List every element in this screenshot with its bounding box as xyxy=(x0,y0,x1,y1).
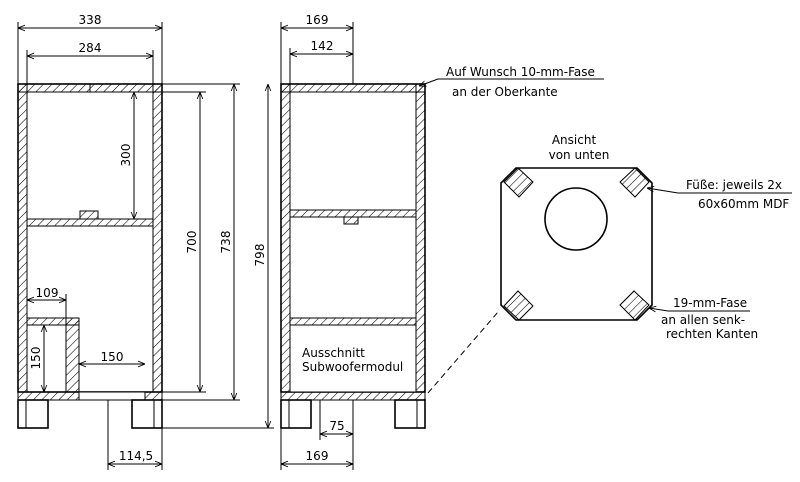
bottom-view-title-2: von unten xyxy=(549,148,610,162)
bottom-foot-br xyxy=(619,290,650,321)
projection-line xyxy=(427,311,499,394)
front-foot-right xyxy=(131,399,163,429)
side-shelf-brace xyxy=(343,216,359,225)
side-front-wall xyxy=(280,83,291,393)
note-chamfer-top-1: Auf Wunsch 10-mm-Fase xyxy=(446,65,595,79)
bottom-foot-bl xyxy=(503,290,534,321)
front-port-wall xyxy=(65,317,80,393)
note-chamfer-top-2: an der Oberkante xyxy=(452,85,558,99)
dim-front-body-height: 738 xyxy=(219,231,233,254)
dim-front-bottom-opening: 150 xyxy=(101,350,124,364)
note-chamfer-edges-1: 19-mm-Fase xyxy=(673,296,747,310)
dim-front-outer-width: 338 xyxy=(79,13,102,27)
side-foot-front xyxy=(280,399,312,429)
bottom-view: Ansicht von unten Füße: jeweils 2x 60x60… xyxy=(427,133,792,394)
dim-side-bottom-depth: 169 xyxy=(306,449,329,463)
side-cutout-area xyxy=(289,324,417,393)
dim-side-inner-depth: 142 xyxy=(311,39,334,53)
bottom-view-driver-hole xyxy=(544,187,608,251)
side-bottom-panel xyxy=(280,391,426,401)
front-shelf xyxy=(26,218,154,227)
dim-front-total-height: 798 xyxy=(253,244,267,267)
front-shelf-brace xyxy=(79,210,99,220)
dim-front-port-height: 150 xyxy=(29,347,43,370)
dim-front-port-width: 109 xyxy=(36,286,59,300)
front-right-wall xyxy=(152,83,163,393)
side-port-plate xyxy=(289,317,417,326)
side-cutout-label-2: Subwoofermodul xyxy=(302,360,403,374)
dim-side-outer-depth: 169 xyxy=(306,13,329,27)
side-view: Ausschnitt Subwoofermodul 169 142 75 169… xyxy=(280,13,604,470)
dim-front-shelf-offset: 300 xyxy=(119,144,133,167)
note-feet-1: Füße: jeweils 2x xyxy=(686,178,782,192)
dim-front-foot-offset: 114,5 xyxy=(119,449,153,463)
front-foot-left xyxy=(17,399,49,429)
side-foot-back xyxy=(394,399,426,429)
note-feet-2: 60x60mm MDF xyxy=(698,197,789,211)
front-view: 338 284 300 700 738 798 109 150 150 xyxy=(17,13,274,470)
side-cutout-label-1: Ausschnitt xyxy=(302,346,365,360)
bottom-view-title-1: Ansicht xyxy=(552,133,597,147)
dim-front-inner-width: 284 xyxy=(79,41,102,55)
front-bottom-opening xyxy=(78,391,146,401)
front-left-wall xyxy=(17,83,28,393)
bottom-foot-tr xyxy=(619,167,650,198)
side-shelf xyxy=(289,209,417,218)
bottom-view-outline xyxy=(500,167,653,321)
side-top-panel xyxy=(280,83,426,93)
bottom-foot-tl xyxy=(503,167,534,198)
note-chamfer-edges-2: an allen senk- xyxy=(661,313,745,327)
front-cabinet-outline xyxy=(17,83,163,393)
note-chamfer-edges-3: rechten Kanten xyxy=(666,327,758,341)
dim-front-inner-height: 700 xyxy=(185,231,199,254)
side-back-wall xyxy=(415,83,426,393)
dim-side-foot-gap: 75 xyxy=(329,419,344,433)
